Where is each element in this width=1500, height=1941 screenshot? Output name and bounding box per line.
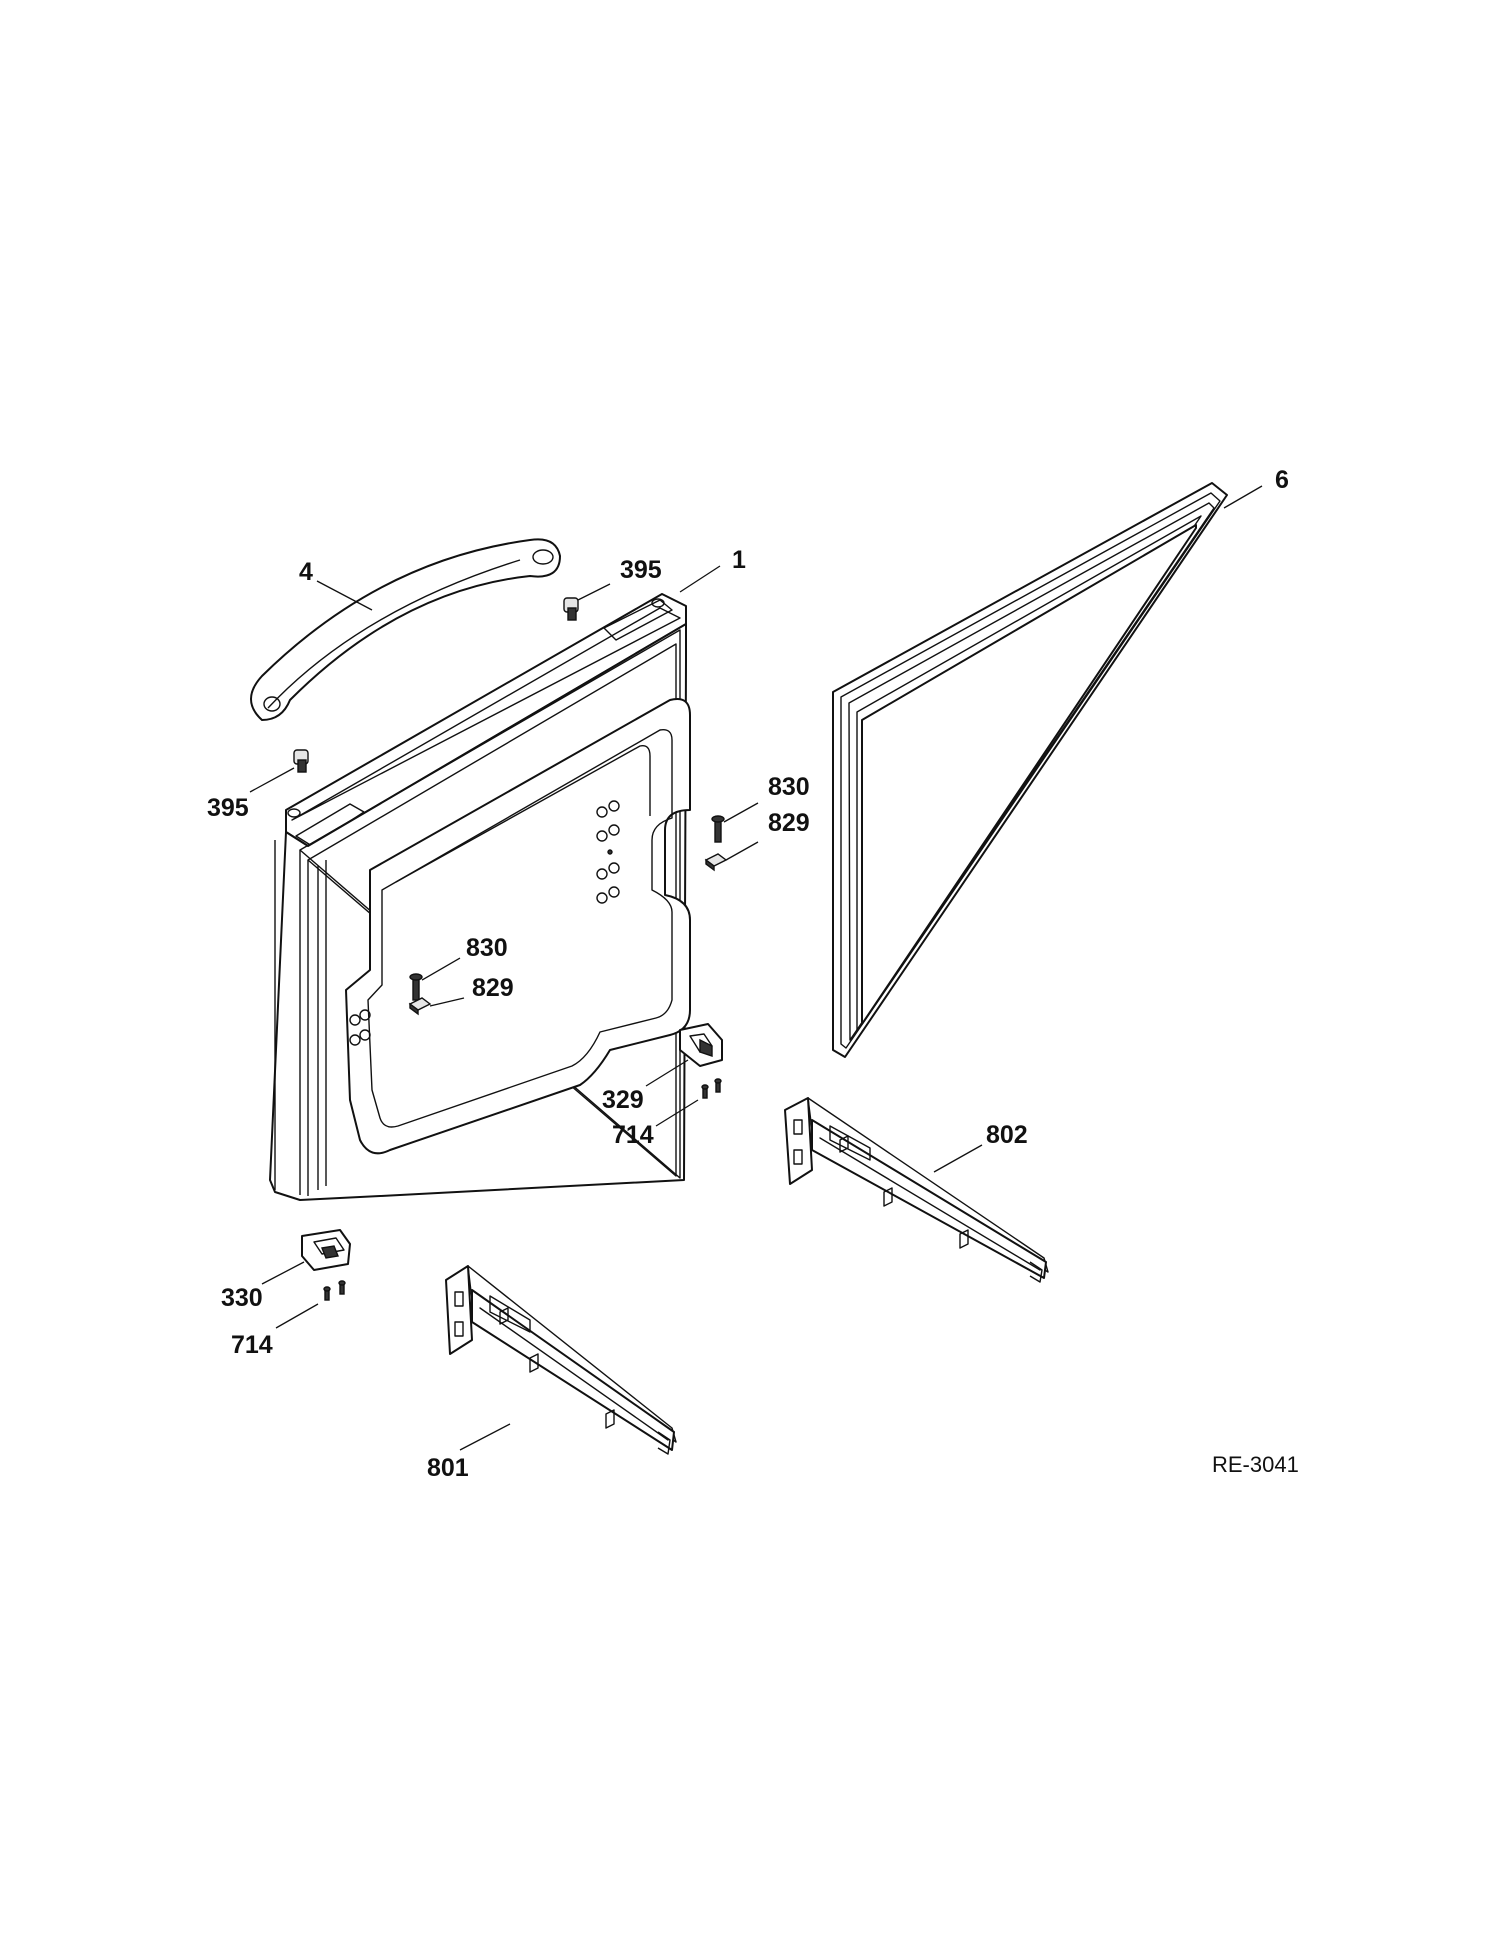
leader-6 bbox=[1223, 485, 1263, 509]
callout-801: 801 bbox=[427, 1454, 469, 1482]
callout-6: 6 bbox=[1275, 466, 1289, 494]
part-829-clip-right bbox=[704, 853, 728, 872]
part-1-door-assembly bbox=[269, 593, 691, 1201]
part-714-screws-right bbox=[701, 1078, 722, 1099]
callout-395-left: 395 bbox=[207, 794, 249, 822]
leader-395-left bbox=[249, 767, 295, 793]
leader-714-left bbox=[275, 1303, 319, 1329]
leader-802 bbox=[933, 1144, 983, 1173]
callout-830-right: 830 bbox=[768, 773, 810, 801]
part-714-screws-left bbox=[323, 1280, 346, 1301]
part-329-door-stop bbox=[679, 1023, 723, 1067]
part-801-drawer-rail bbox=[445, 1265, 677, 1455]
callout-829-right: 829 bbox=[768, 809, 810, 837]
part-802-drawer-rail bbox=[784, 1097, 1049, 1283]
leader-830-right bbox=[723, 802, 759, 823]
part-830-screw-center bbox=[409, 973, 423, 1001]
leader-330 bbox=[261, 1261, 305, 1285]
callout-329: 329 bbox=[602, 1086, 644, 1114]
callout-714-right: 714 bbox=[612, 1121, 654, 1149]
callout-714-left: 714 bbox=[231, 1331, 273, 1359]
leader-329 bbox=[645, 1059, 689, 1087]
leader-714-right bbox=[655, 1099, 699, 1127]
part-330-door-stop bbox=[301, 1229, 351, 1271]
leader-829-center bbox=[429, 997, 465, 1007]
callout-395-top: 395 bbox=[620, 556, 662, 584]
leader-829-right bbox=[725, 841, 759, 861]
part-395-screw-top bbox=[563, 597, 579, 621]
part-6-door-gasket bbox=[832, 482, 1228, 1058]
leader-801 bbox=[459, 1423, 511, 1451]
callout-802: 802 bbox=[986, 1121, 1028, 1149]
part-4-handle bbox=[250, 538, 561, 721]
leader-830-center bbox=[421, 957, 461, 981]
leader-395-top bbox=[577, 583, 611, 601]
leader-lines bbox=[249, 485, 1263, 1451]
part-829-clip-center bbox=[408, 997, 432, 1016]
leader-4 bbox=[316, 580, 373, 611]
callout-1: 1 bbox=[732, 546, 746, 574]
callout-829-center: 829 bbox=[472, 974, 514, 1002]
callout-labels: 4 395 1 6 395 830 829 830 829 329 714 80… bbox=[207, 466, 1299, 1482]
figure-id: RE-3041 bbox=[1212, 1452, 1299, 1477]
callout-330: 330 bbox=[221, 1284, 263, 1312]
part-830-screw-right bbox=[711, 815, 725, 843]
callout-830-center: 830 bbox=[466, 934, 508, 962]
leader-1 bbox=[679, 565, 721, 593]
callout-4: 4 bbox=[299, 558, 313, 586]
part-395-screw-left bbox=[293, 749, 309, 773]
